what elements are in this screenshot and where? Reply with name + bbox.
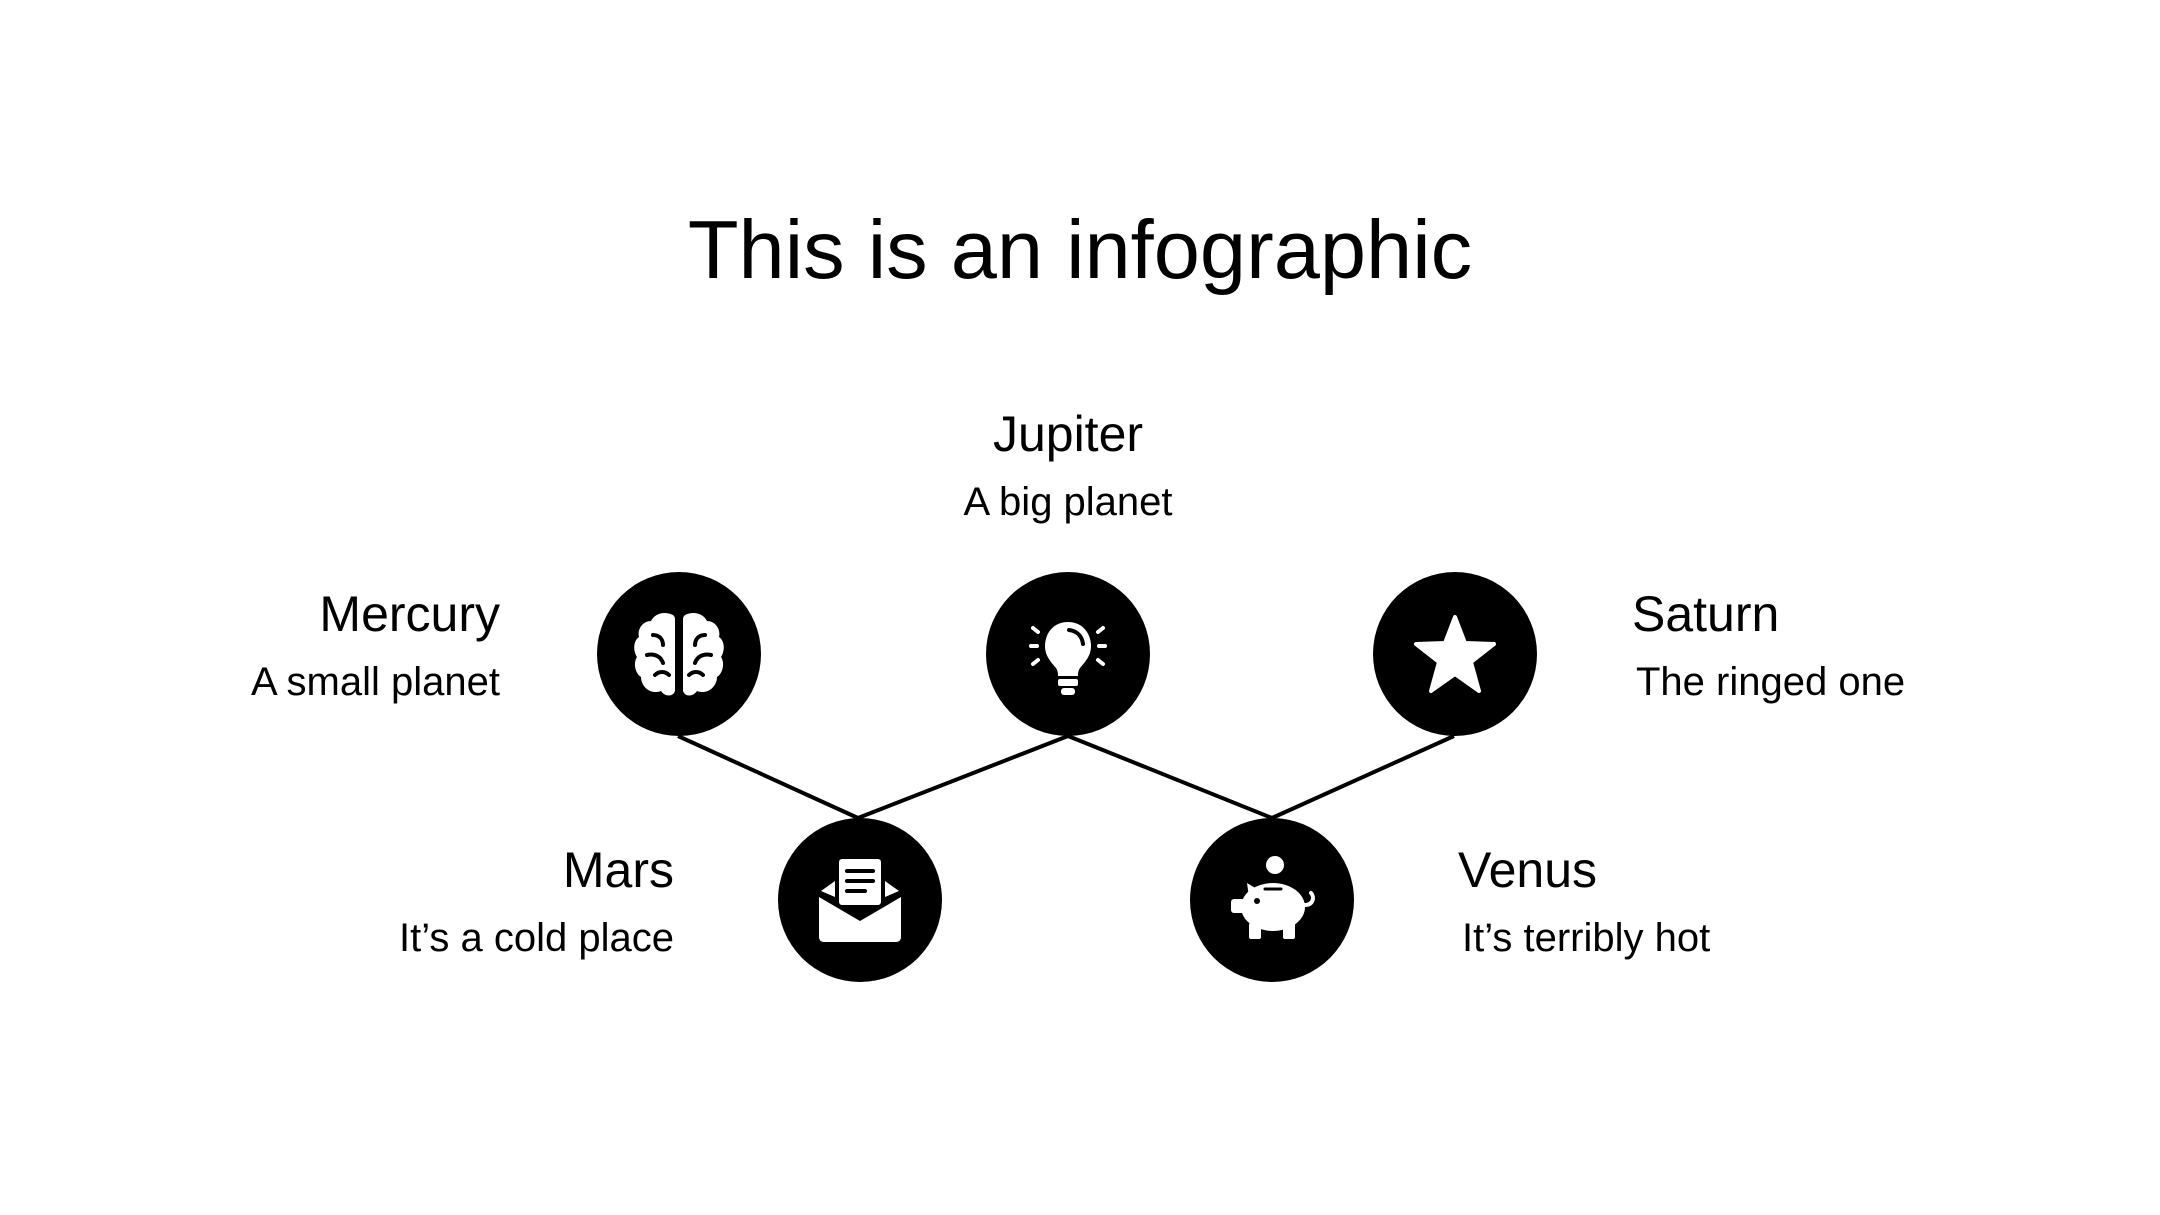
node-name-venus: Venus <box>1458 842 1598 898</box>
node-mercury <box>597 572 761 736</box>
connector-jupiter-venus <box>1067 734 1273 820</box>
piggy-bank-icon <box>1231 856 1315 939</box>
label-mars: Mars It’s a cold place <box>399 840 674 962</box>
brain-icon <box>634 613 724 696</box>
node-saturn <box>1373 572 1537 736</box>
label-mercury: Mercury A small planet <box>251 584 500 706</box>
connector-venus-saturn <box>1271 734 1455 820</box>
label-jupiter: Jupiter A big planet <box>868 404 1268 526</box>
star-icon <box>1414 615 1496 693</box>
node-name-mercury: Mercury <box>319 586 500 642</box>
node-desc-jupiter: A big planet <box>963 480 1173 524</box>
label-venus: Venus It’s terribly hot <box>1458 840 1710 962</box>
node-desc-saturn: The ringed one <box>1636 660 1906 704</box>
lightbulb-icon <box>1029 622 1107 695</box>
label-saturn: Saturn The ringed one <box>1632 584 1905 706</box>
node-name-saturn: Saturn <box>1632 586 1780 642</box>
connector-mars-jupiter <box>857 734 1069 820</box>
mail-icon <box>819 859 901 942</box>
node-desc-mars: It’s a cold place <box>399 916 674 960</box>
node-venus <box>1190 818 1354 982</box>
node-mars <box>778 818 942 982</box>
node-name-jupiter: Jupiter <box>992 406 1144 462</box>
node-jupiter <box>986 572 1150 736</box>
node-desc-venus: It’s terribly hot <box>1462 916 1711 960</box>
page-title: This is an infographic <box>687 203 1473 296</box>
node-desc-mercury: A small planet <box>250 660 500 704</box>
node-name-mars: Mars <box>562 842 674 898</box>
connector-mercury-mars <box>677 734 859 820</box>
